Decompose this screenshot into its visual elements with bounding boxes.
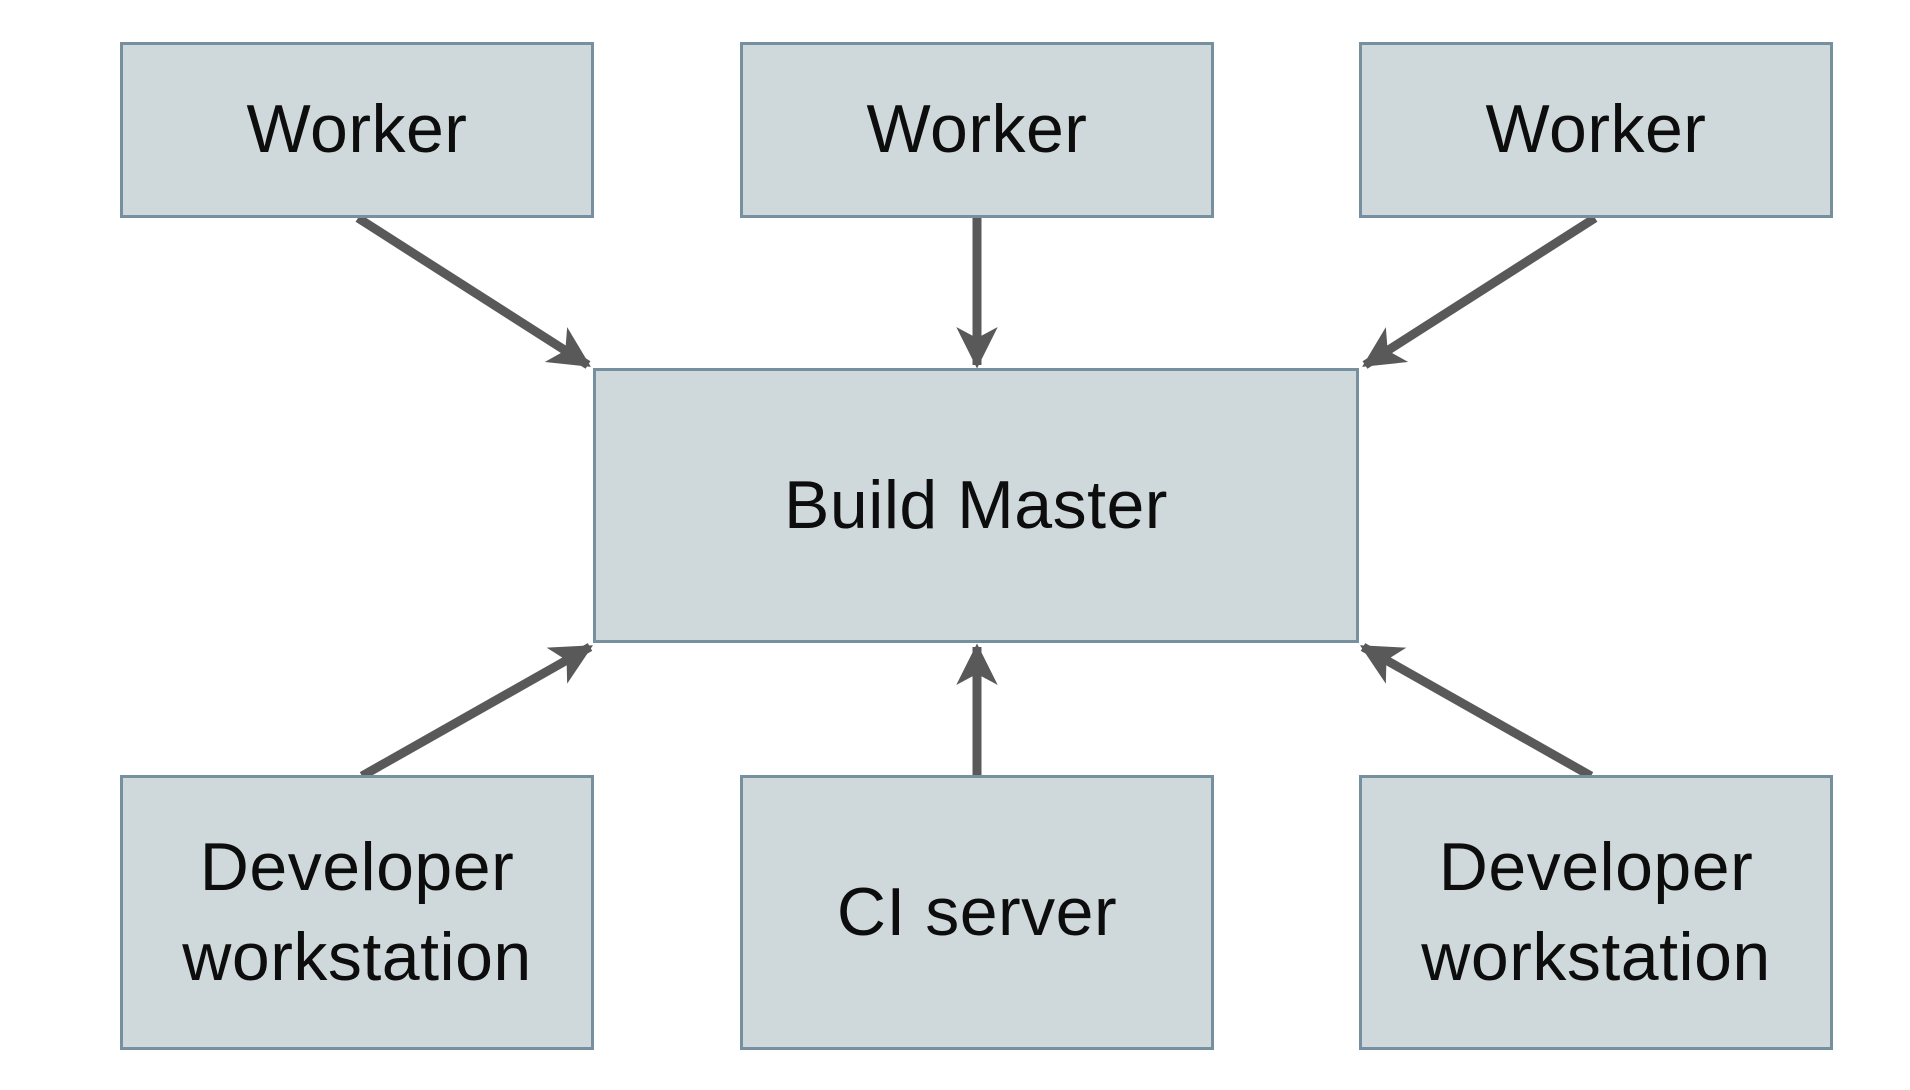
node-build-master: Build Master [593, 368, 1359, 643]
node-build-master-label: Build Master [784, 466, 1168, 543]
node-developer-workstation-left-label: Developer workstation [182, 828, 532, 995]
node-developer-workstation-left: Developer workstation [120, 775, 594, 1050]
node-worker-2: Worker [740, 42, 1214, 218]
node-ci-server: CI server [740, 775, 1214, 1050]
node-worker-2-label: Worker [866, 91, 1088, 168]
node-worker-1: Worker [120, 42, 594, 218]
arrow-worker3-to-buildmaster [1362, 214, 1598, 369]
node-developer-workstation-right: Developer workstation [1359, 775, 1833, 1050]
node-worker-3: Worker [1359, 42, 1833, 218]
node-worker-1-label: Worker [246, 91, 468, 168]
node-developer-workstation-right-label: Developer workstation [1421, 828, 1771, 995]
node-ci-server-label: CI server [836, 873, 1118, 950]
arrow-worker1-to-buildmaster [355, 214, 591, 369]
arrow-devright-to-buildmaster [1359, 643, 1594, 780]
node-worker-3-label: Worker [1485, 91, 1707, 168]
arrow-devleft-to-buildmaster [359, 643, 594, 780]
